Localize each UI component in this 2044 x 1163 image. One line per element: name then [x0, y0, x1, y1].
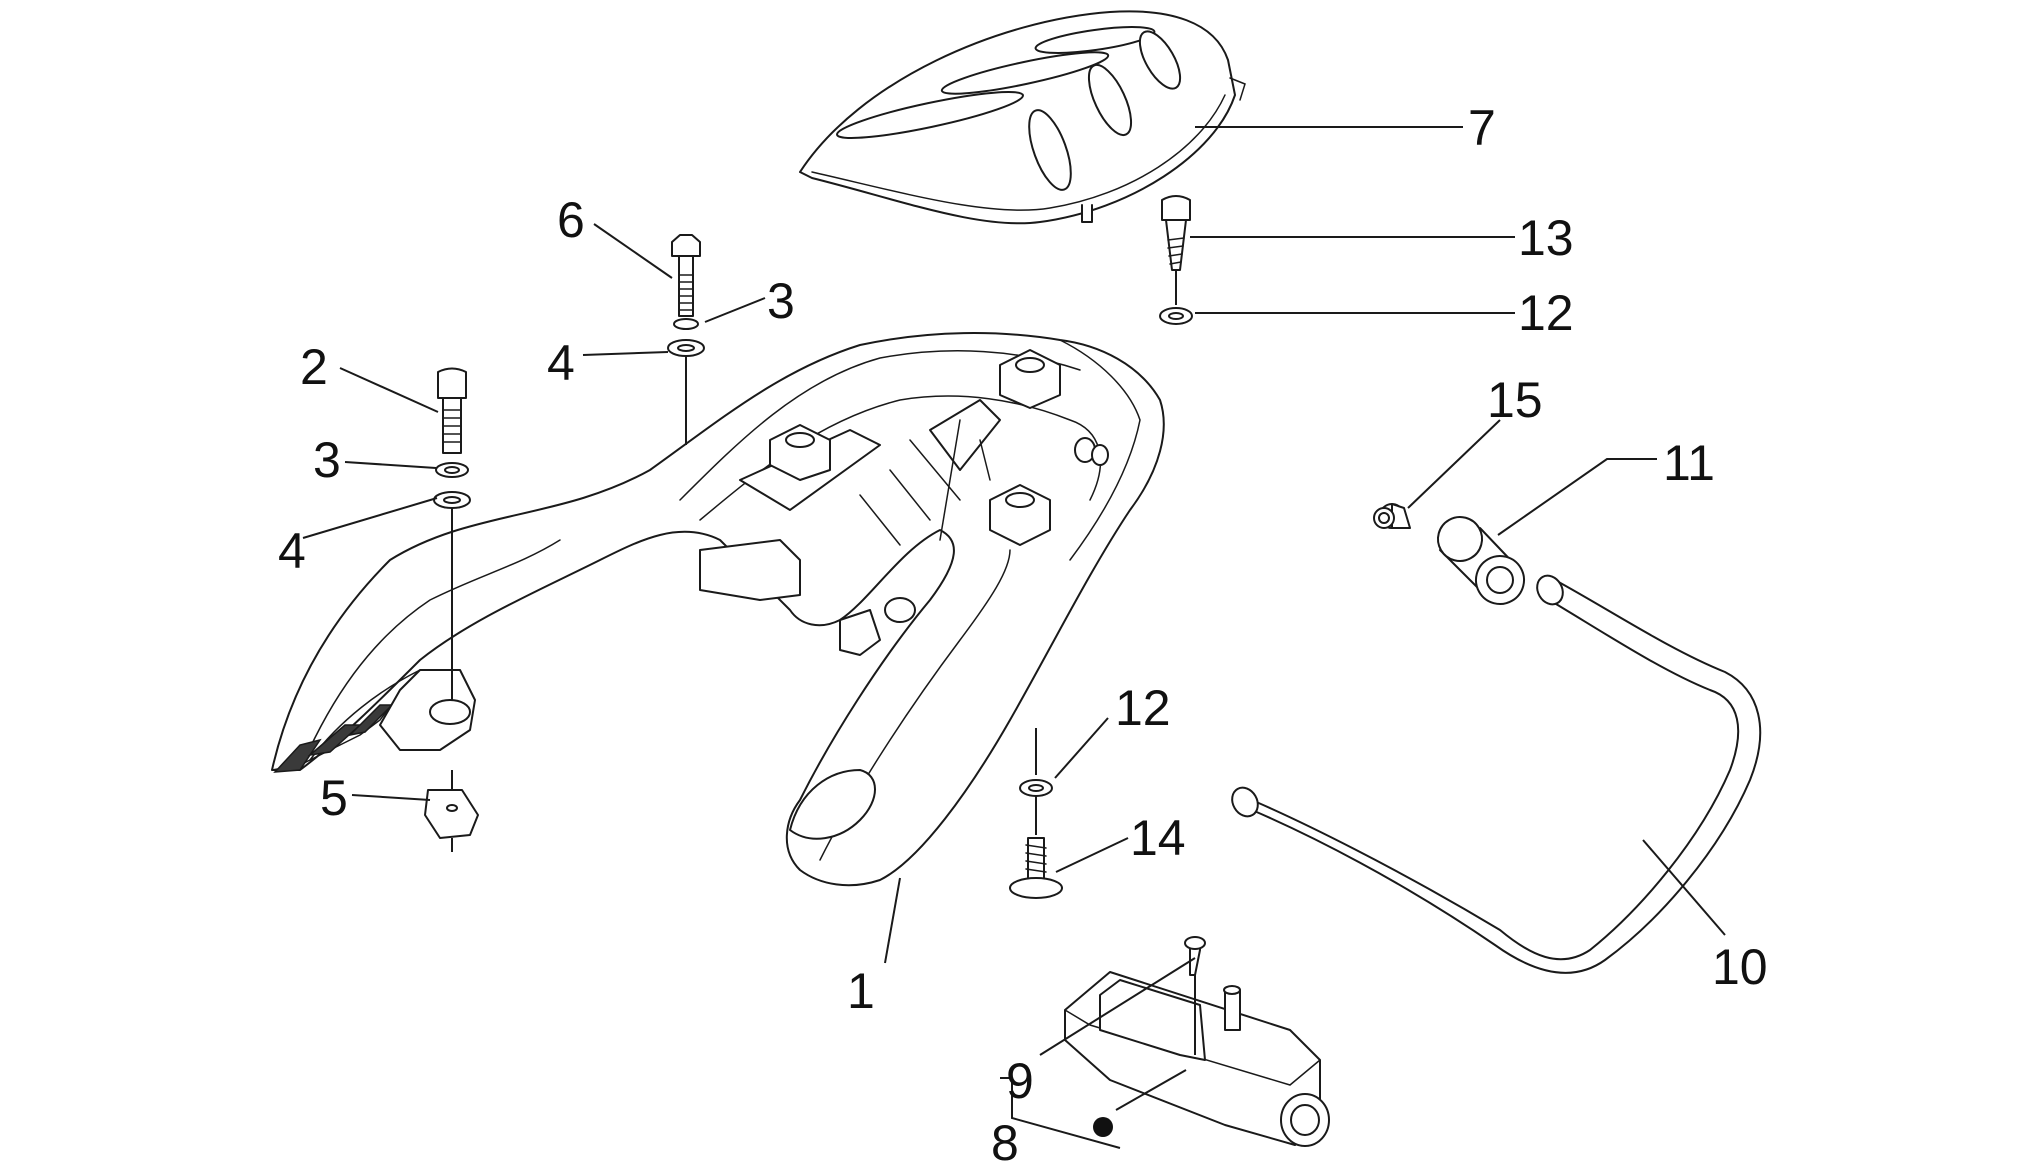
label-part-2: 2 [300, 339, 328, 395]
part-10-handle-bar [1231, 574, 1762, 974]
label-part-14: 14 [1130, 810, 1186, 866]
label-part-3-top: 3 [767, 273, 795, 329]
part-5-clip-nut [424, 770, 479, 852]
label-part-10: 10 [1712, 939, 1768, 995]
label-part-8: 8 [991, 1115, 1019, 1163]
part-6-bolt [667, 234, 705, 445]
label-part-12-top: 12 [1518, 285, 1574, 341]
bullet-dot-icon [1093, 1117, 1113, 1137]
label-part-12-bottom: 12 [1115, 680, 1171, 736]
part-14-screw [1009, 728, 1063, 899]
leader-lines [302, 126, 1726, 1149]
label-part-13: 13 [1518, 210, 1574, 266]
label-part-9: 9 [1006, 1053, 1034, 1109]
part-2-bolt [433, 367, 471, 700]
label-part-1: 1 [847, 963, 875, 1019]
part-13-screw [1159, 195, 1193, 325]
label-part-6: 6 [557, 192, 585, 248]
part-11-sleeve [1437, 516, 1525, 605]
part-8-support-assembly [1064, 936, 1330, 1147]
label-part-5: 5 [320, 770, 348, 826]
part-labels: 7 13 12 6 3 4 2 3 4 5 15 11 12 14 1 10 9… [278, 100, 1768, 1163]
label-part-3-left: 3 [313, 432, 341, 488]
label-part-11: 11 [1663, 435, 1715, 491]
label-part-4-top: 4 [547, 335, 575, 391]
label-part-15: 15 [1487, 372, 1543, 428]
label-part-7: 7 [1468, 100, 1496, 156]
part-15-bushing [1373, 503, 1411, 529]
label-part-4-left: 4 [278, 523, 306, 579]
part-7-rack-cover [799, 10, 1246, 225]
part-1-luggage-rack [271, 332, 1165, 887]
